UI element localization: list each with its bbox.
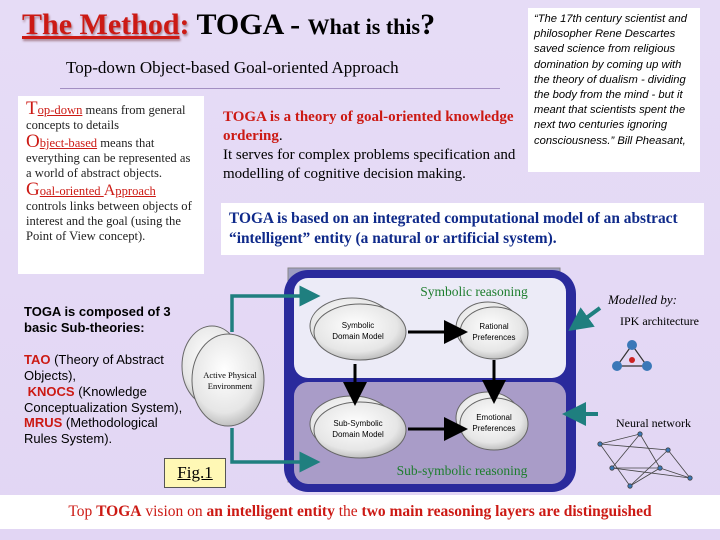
definition-top-down: Top-down means from general concepts to … bbox=[26, 98, 198, 133]
mrus-desc: (Methodological Rules System). bbox=[24, 415, 158, 447]
theory-text: TOGA is a theory of goal-oriented knowle… bbox=[223, 108, 523, 184]
ipk-label: IPK architecture bbox=[620, 314, 699, 328]
theory-dot: . bbox=[278, 128, 283, 144]
footer-p4: an intelligent entity bbox=[206, 503, 335, 520]
footer-banner: Top TOGA vision on an intelligent entity… bbox=[0, 495, 720, 529]
figure-label: Fig.1 bbox=[164, 458, 226, 488]
emo-line1: Emotional bbox=[476, 413, 512, 422]
t-rest: means from general concepts to details bbox=[26, 103, 186, 132]
a-word: pproach bbox=[115, 184, 156, 198]
neural-network-label: Neural network bbox=[616, 416, 691, 430]
sym-line1: Symbolic bbox=[342, 321, 374, 330]
toga-definition-box: Top-down means from general concepts to … bbox=[18, 96, 204, 274]
page-subtitle: Top-down Object-based Goal-oriented Appr… bbox=[66, 58, 399, 77]
t-word: op-down bbox=[37, 103, 83, 117]
ipk-triangle-icon bbox=[612, 340, 652, 371]
knocs-label: KNOCS bbox=[27, 383, 75, 399]
integrated-model-box: TOGA is based on an integrated computati… bbox=[221, 203, 704, 255]
emo-line2: Preferences bbox=[472, 424, 515, 433]
footer-p3: vision on bbox=[141, 503, 207, 520]
definition-goal-oriented: Goal-oriented Approach controls links be… bbox=[26, 179, 198, 244]
rat-line2: Preferences bbox=[472, 333, 515, 342]
composition-text: TOGA is composed of 3 basic Sub-theories… bbox=[24, 304, 184, 447]
o-rest: means that everything can be represented… bbox=[26, 136, 191, 180]
o-cap: O bbox=[26, 131, 40, 152]
rat-line1: Rational bbox=[479, 322, 509, 331]
tao-label: TAO bbox=[24, 351, 51, 367]
arrow-environment-to-symbolic bbox=[230, 285, 321, 332]
knocs-desc: (Knowledge Conceptualization System), bbox=[24, 383, 183, 415]
g-cap: G bbox=[26, 179, 40, 200]
arrow-environment-to-subsymbolic bbox=[230, 428, 321, 473]
descartes-quote: “The 17th century scientist and philosop… bbox=[528, 8, 700, 172]
title-divider bbox=[60, 88, 500, 89]
tao-item: TAO (Theory of Abstract Objects), bbox=[24, 352, 184, 384]
title-what: What is this bbox=[307, 14, 421, 39]
footer-p5: the bbox=[334, 503, 362, 520]
arrow-ipk bbox=[568, 306, 602, 332]
composition-heading: TOGA is composed of 3 basic Sub-theories… bbox=[24, 304, 171, 335]
tao-desc: (Theory of Abstract Objects), bbox=[24, 351, 164, 383]
environment-oval bbox=[191, 333, 265, 427]
footer-p2: TOGA bbox=[96, 503, 142, 520]
o-word: bject-based bbox=[39, 136, 98, 150]
theory-rest: It serves for complex problems specifica… bbox=[223, 147, 516, 182]
title-question: ? bbox=[420, 8, 436, 41]
subsymbolic-label: Sub-symbolic reasoning bbox=[397, 463, 528, 478]
sym-line2: Domain Model bbox=[332, 332, 384, 341]
subsym-line2: Domain Model bbox=[332, 430, 384, 439]
a-cap: A bbox=[103, 182, 116, 199]
t-cap: T bbox=[26, 98, 38, 119]
env-line2: Environment bbox=[208, 381, 253, 391]
title-toga: TOGA - bbox=[196, 8, 308, 41]
definition-object-based: Object-based means that everything can b… bbox=[26, 131, 198, 181]
symbolic-label: Symbolic reasoning bbox=[420, 284, 528, 299]
title-method: The Method bbox=[22, 8, 180, 41]
knocs-item: KNOCS (Knowledge Conceptualization Syste… bbox=[24, 384, 184, 416]
env-line1: Active Physical bbox=[203, 370, 257, 380]
g-rest: controls links between objects of intere… bbox=[26, 199, 192, 243]
theory-red: TOGA is a theory of goal-oriented knowle… bbox=[223, 109, 514, 144]
modelled-by-label: Modelled by: bbox=[608, 292, 677, 307]
mrus-label: MRUS bbox=[24, 415, 63, 431]
subsym-line1: Sub-Symbolic bbox=[333, 419, 382, 428]
title-colon: : bbox=[179, 8, 197, 41]
footer-p1: Top bbox=[68, 503, 97, 520]
mrus-item: MRUS (Methodological Rules System). bbox=[24, 415, 184, 447]
neural-network-icon bbox=[597, 431, 693, 489]
footer-p6: two main reasoning layers are distinguis… bbox=[361, 503, 652, 520]
g-word: oal-oriented bbox=[39, 184, 104, 198]
page-title: The Method: TOGA - What is this? bbox=[22, 8, 435, 42]
symbolic-domain-oval bbox=[313, 303, 407, 361]
